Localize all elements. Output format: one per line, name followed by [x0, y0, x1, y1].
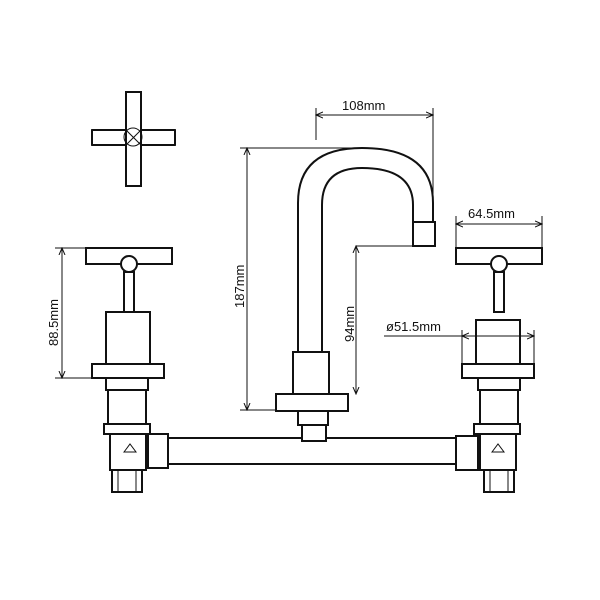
cross-handle-top-view: [91, 91, 176, 187]
dimension-label-51-5: ø51.5mm: [386, 319, 441, 334]
spout: [275, 147, 436, 442]
dimension-handle-height: 88.5mm: [46, 248, 92, 378]
dimension-label-187: 187mm: [232, 265, 247, 308]
dimension-label-94: 94mm: [342, 306, 357, 342]
dimension-label-108: 108mm: [342, 98, 385, 113]
dimension-spout-clearance: 94mm: [342, 246, 414, 394]
dimension-spout-reach: 108mm: [316, 98, 433, 220]
dimension-label-64-5: 64.5mm: [468, 206, 515, 221]
left-valve: [85, 247, 173, 493]
right-valve: [455, 247, 543, 493]
dimension-spout-height: 187mm: [232, 148, 362, 410]
dimension-label-88-5: 88.5mm: [46, 299, 61, 346]
dimension-flange-diameter: ø51.5mm: [384, 319, 534, 364]
dimension-handle-width: 64.5mm: [456, 206, 542, 248]
